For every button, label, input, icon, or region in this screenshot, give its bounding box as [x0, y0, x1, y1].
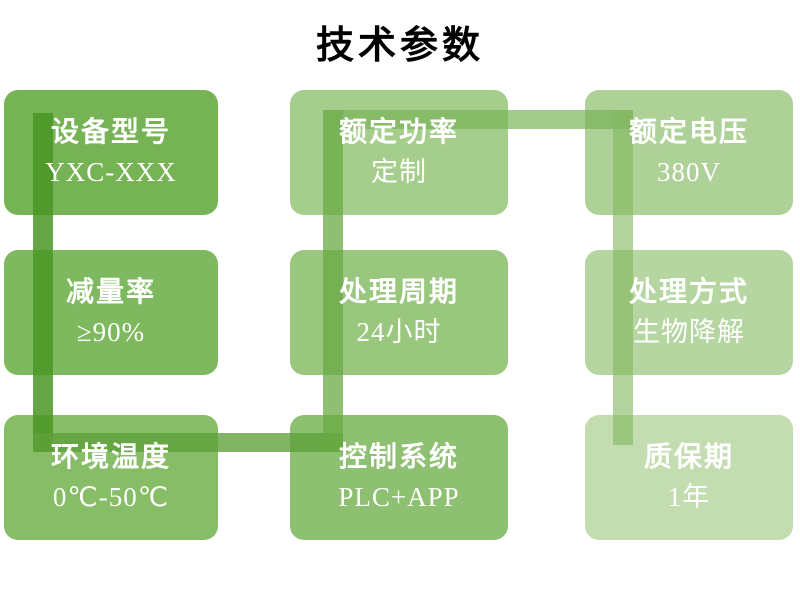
param-value: 生物降解 [633, 316, 745, 347]
param-box-processing-method: 处理方式 生物降解 [585, 250, 793, 375]
param-box-warranty-period: 质保期 1年 [585, 415, 793, 540]
param-box-rated-voltage: 额定电压 380V [585, 90, 793, 215]
param-box-device-model: 设备型号 YXC-XXX [4, 90, 218, 215]
param-value: 380V [657, 156, 721, 187]
page-title: 技术参数 [315, 25, 484, 67]
param-label: 设备型号 [50, 116, 171, 148]
param-value: PLC+APP [338, 481, 460, 512]
param-box-control-system: 控制系统 PLC+APP [290, 415, 508, 540]
param-label: 额定功率 [338, 116, 459, 148]
param-value: 0℃-50℃ [52, 481, 170, 512]
param-value: 1年 [667, 481, 711, 512]
param-value: 24小时 [356, 316, 442, 347]
param-box-reduction-rate: 减量率 ≥90% [4, 250, 218, 375]
param-label: 处理方式 [628, 276, 749, 308]
param-label: 环境温度 [50, 441, 171, 473]
param-box-processing-cycle: 处理周期 24小时 [290, 250, 508, 375]
param-box-rated-power: 额定功率 定制 [290, 90, 508, 215]
param-label: 控制系统 [338, 441, 459, 473]
param-value: ≥90% [76, 316, 146, 347]
param-value: YXC-XXX [45, 156, 177, 187]
param-label: 额定电压 [628, 116, 749, 148]
param-label: 减量率 [65, 276, 156, 308]
param-label: 处理周期 [338, 276, 459, 308]
param-value: 定制 [371, 156, 427, 187]
param-label: 质保期 [643, 441, 734, 473]
param-box-ambient-temperature: 环境温度 0℃-50℃ [4, 415, 218, 540]
